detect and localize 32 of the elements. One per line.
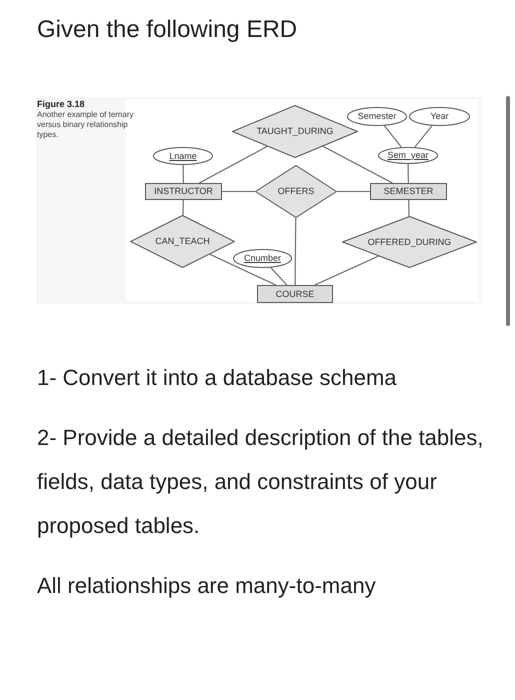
connector-line (199, 146, 268, 184)
heading: Given the following ERD (37, 15, 298, 45)
connector-line (182, 165, 184, 183)
connector-line (314, 256, 379, 286)
relationship-name: CAN_TEACH (155, 236, 210, 247)
instruction-text: 1- Convert it into a database schema (37, 364, 397, 392)
attribute-name: Cnumber (244, 253, 281, 264)
connector-line (294, 218, 296, 285)
connector-line (384, 125, 402, 148)
connector-line (408, 164, 409, 183)
attribute-name: Sem_year (387, 150, 429, 161)
connector-line (322, 146, 393, 184)
connector-line (414, 125, 432, 148)
relationship-name: OFFERS (278, 186, 314, 197)
relationship-name: OFFERED_DURING (368, 236, 452, 248)
relationship-name: TAUGHT_DURING (256, 126, 334, 137)
attribute-name: Lname (169, 150, 197, 162)
connector-line (270, 267, 288, 286)
instruction-text: 2- Provide a detailed description of the tables, fields, data types, and constraints of your proposed tables. (37, 424, 484, 540)
attribute-name: Semester (358, 111, 396, 122)
attribute-name: Year (430, 111, 449, 122)
entity-name: SEMESTER (384, 186, 434, 197)
connector-line (337, 190, 370, 192)
connector-line (408, 200, 410, 216)
figure-caption: Another example of ternary versus binary relationship types. (37, 110, 134, 140)
entity-name: COURSE (276, 288, 314, 300)
figure-number: Figure 3.18 (37, 99, 85, 110)
connector-line (182, 200, 184, 216)
connector-line (222, 190, 255, 192)
note-text: All relationships are many-to-many (37, 572, 377, 600)
entity-name: INSTRUCTOR (154, 186, 213, 197)
connector-line (210, 254, 276, 286)
